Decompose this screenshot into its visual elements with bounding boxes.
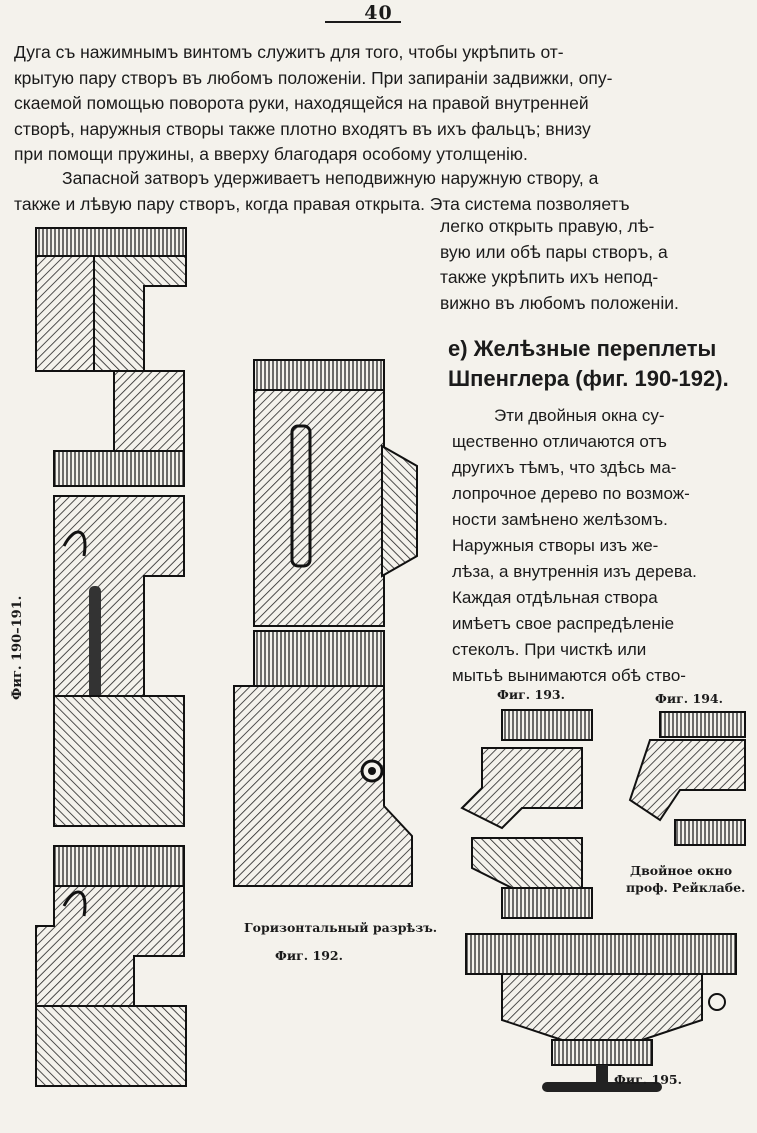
figure-190-191-drawing: [35, 227, 187, 1087]
text-line: Запасной затворъ удерживаетъ неподвижную…: [62, 168, 599, 188]
caption-fig-194: Фиг. 194.: [655, 691, 723, 706]
text-line: другихъ тѣмъ, что здѣсь ма-: [452, 458, 677, 477]
text-line: щественно отличаются отъ: [452, 432, 667, 451]
paragraph-3: легко открыть правую, лѣ- вую или обѣ па…: [440, 214, 722, 316]
text-line: Дуга съ нажимнымъ винтомъ служитъ для то…: [14, 42, 564, 62]
text-line: также укрѣпить ихъ непод-: [440, 267, 659, 288]
text-line: крытую пару створъ въ любомъ положеніи. …: [14, 67, 613, 88]
heading-line: Шпенглера (фиг. 190-192).: [448, 366, 729, 391]
text-line: ности замѣнено желѣзомъ.: [452, 510, 668, 529]
heading-line: е) Желѣзные переплеты: [448, 336, 717, 361]
text-line: при помощи пружины, а вверху благодаря о…: [14, 144, 528, 165]
caption-fig-190-191: Фиг. 190–191.: [10, 595, 25, 700]
text-line: лѣза, а внутреннія изъ дерева.: [452, 562, 697, 581]
text-line: скаемой помощью поворота руки, находящей…: [14, 93, 589, 114]
caption-fig-192-title: Горизонтальный разрѣзъ.: [244, 920, 438, 935]
text-line: лопрочное дерево по возмож-: [452, 484, 690, 503]
text-line: створѣ, наружныя створы также плотно вхо…: [14, 118, 591, 139]
text-line: стеколъ. При чисткѣ или: [452, 640, 647, 659]
text-line: Наружныя створы изъ же-: [452, 536, 659, 555]
figure-194-drawing: [628, 711, 746, 846]
text-line: вижно въ любомъ положеніи.: [440, 292, 679, 313]
figure-195-drawing: [465, 933, 737, 1092]
text-line: легко открыть правую, лѣ-: [440, 216, 655, 236]
figure-192-drawing: [233, 359, 418, 887]
caption-fig-193: Фиг. 193.: [497, 687, 565, 702]
caption-fig-194-note-1: Двойное окно: [630, 863, 733, 878]
paragraph-4: Эти двойныя окна су- щественно отличаютс…: [452, 403, 720, 689]
text-line: мытьѣ вынимаются обѣ ство-: [452, 666, 686, 685]
text-line: также и лѣвую пару створъ, когда правая …: [14, 193, 630, 214]
caption-fig-195: Фиг. 195.: [614, 1072, 682, 1087]
text-line: имѣетъ свое распредѣленіе: [452, 614, 675, 633]
page-number-rule: [325, 21, 401, 23]
caption-fig-194-note-2: проф. Рейклабе.: [626, 880, 746, 895]
figure-193-drawing: [460, 709, 593, 919]
text-line: Эти двойныя окна су-: [494, 406, 665, 425]
text-line: Каждая отдѣльная створа: [452, 588, 658, 607]
caption-fig-192: Фиг. 192.: [275, 948, 343, 963]
page-number: 40: [364, 2, 393, 24]
paragraph-2: Запасной затворъ удерживаетъ неподвижную…: [14, 166, 742, 217]
section-heading: е) Желѣзные переплеты Шпенглера (фиг. 19…: [448, 334, 729, 394]
text-line: вую или обѣ пары створъ, а: [440, 241, 668, 262]
paragraph-1: Дуга съ нажимнымъ винтомъ служитъ для то…: [14, 40, 742, 168]
